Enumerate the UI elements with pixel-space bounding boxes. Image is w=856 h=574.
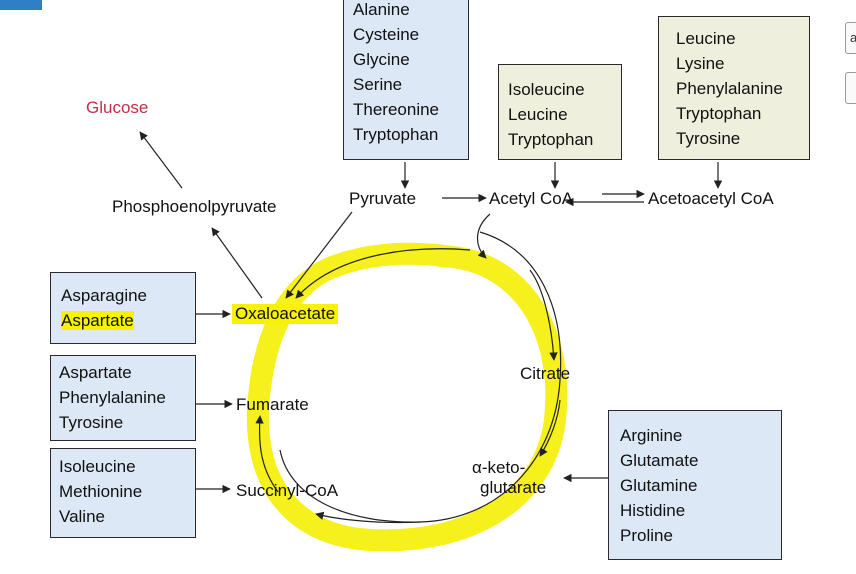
arrow-oaa-to-pep bbox=[211, 227, 263, 299]
acetyl-sources-box: Isoleucine Leucine Tryptophan bbox=[498, 64, 622, 160]
amino-acid: Histidine bbox=[620, 501, 686, 520]
amino-acid: Glycine bbox=[353, 50, 410, 69]
amino-acid: Tryptophan bbox=[353, 125, 439, 144]
amino-acid: Lysine bbox=[676, 54, 725, 73]
alpha-ketoglutarate-label-line1: α-keto- bbox=[472, 458, 526, 477]
cycle-arrow-to-succinyl bbox=[315, 511, 421, 524]
succinyl-coa-label: Succinyl-CoA bbox=[236, 481, 339, 500]
amino-acid: Asparagine bbox=[61, 286, 148, 305]
amino-acid: Thereonine bbox=[353, 100, 440, 119]
amino-acid: Leucine bbox=[508, 105, 568, 124]
acetoacetyl-coa-label: Acetoacetyl CoA bbox=[648, 189, 774, 208]
arrow-pep-to-glucose bbox=[139, 131, 183, 189]
amino-acid: Tyrosine bbox=[59, 413, 124, 432]
alpha-keto-sources-box: Arginine Glutamate Glutamine Histidine P… bbox=[608, 410, 782, 560]
alpha-ketoglutarate-label-line2: glutarate bbox=[480, 478, 547, 497]
amino-acid: Valine bbox=[59, 507, 105, 526]
side-button-1[interactable]: a bbox=[845, 22, 856, 54]
amino-acid: Glutamate bbox=[620, 451, 699, 470]
amino-acid: Tryptophan bbox=[676, 104, 762, 123]
acetyl-coa-label: Acetyl CoA bbox=[489, 189, 574, 208]
amino-acid: Serine bbox=[353, 75, 403, 94]
cycle-arrow-to-citrate bbox=[529, 269, 558, 361]
amino-acid: Methionine bbox=[59, 482, 143, 501]
succinyl-sources-box: Isoleucine Methionine Valine bbox=[50, 448, 196, 538]
highlight-stroke bbox=[246, 242, 568, 552]
amino-acid: Phenylalanine bbox=[676, 79, 783, 98]
corner-tab bbox=[0, 0, 42, 10]
amino-acid: Phenylalanine bbox=[59, 388, 166, 407]
amino-acid: Tryptophan bbox=[508, 130, 594, 149]
amino-acid-highlighted: Aspartate bbox=[61, 311, 134, 330]
amino-acid-row: Aspartate bbox=[61, 308, 195, 333]
acetyl-into-cycle bbox=[476, 213, 491, 259]
acetoacetyl-sources-box: Leucine Lysine Phenylalanine Tryptophan … bbox=[658, 16, 810, 160]
amino-acid: Alanine bbox=[353, 0, 410, 19]
amino-acid: Arginine bbox=[620, 426, 683, 445]
pyruvate-sources-box: Alanine Cysteine Glycine Serine Thereoni… bbox=[343, 0, 469, 160]
amino-acid: Cysteine bbox=[353, 25, 420, 44]
oxaloacetate-sources-box: Asparagine Aspartate bbox=[50, 272, 196, 344]
side-button-2[interactable] bbox=[845, 72, 856, 104]
amino-acid: Proline bbox=[620, 526, 673, 545]
cycle-ring bbox=[279, 231, 562, 523]
citrate-label: Citrate bbox=[520, 364, 571, 383]
amino-acid: Isoleucine bbox=[59, 457, 136, 476]
phosphoenolpyruvate-label: Phosphoenolpyruvate bbox=[112, 197, 277, 216]
amino-acid: Leucine bbox=[676, 29, 736, 48]
cycle-arrow-to-oxaloacetate bbox=[295, 248, 471, 299]
pyruvate-label: Pyruvate bbox=[349, 189, 417, 208]
cycle-arrow-to-akg bbox=[539, 399, 561, 457]
amino-acid: Isoleucine bbox=[508, 80, 585, 99]
glucose-label: Glucose bbox=[86, 98, 149, 117]
arrow-pyruvate-to-oaa bbox=[285, 211, 353, 299]
fumarate-sources-box: Aspartate Phenylalanine Tyrosine bbox=[50, 355, 196, 441]
amino-acid: Tyrosine bbox=[676, 129, 741, 148]
fumarate-label: Fumarate bbox=[236, 395, 309, 414]
amino-acid: Glutamine bbox=[620, 476, 698, 495]
cycle-arrow-to-fumarate bbox=[255, 415, 279, 493]
amino-acid: Aspartate bbox=[59, 363, 132, 382]
oxaloacetate-label: Oxaloacetate bbox=[232, 304, 339, 324]
